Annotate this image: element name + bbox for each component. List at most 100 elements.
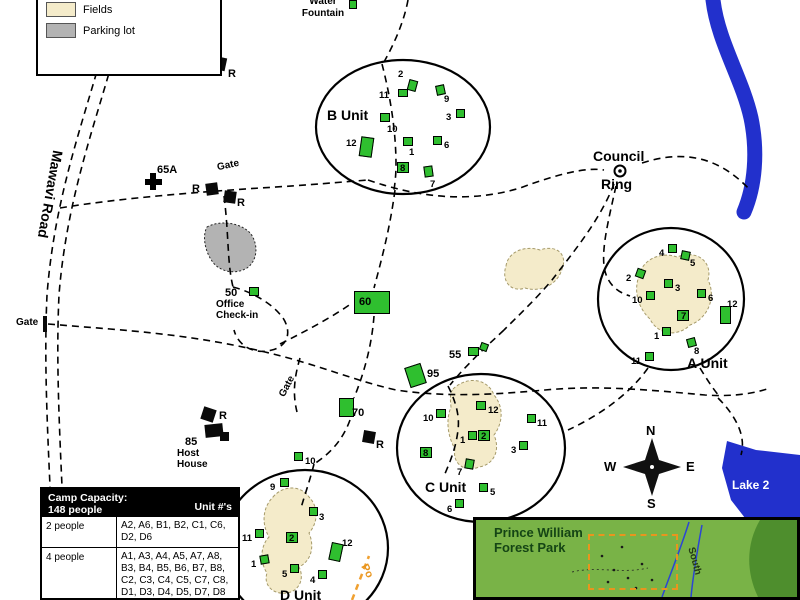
lake-label: Lake 2 [732,478,770,492]
water-fountain-icon [349,0,357,9]
site-number: 8 [400,163,406,174]
site-number: 2 [398,69,404,80]
office-label: Office Check-in [216,299,259,321]
council-ring-label: Ring [601,176,633,192]
camp-capacity-table: Camp Capacity: 148 people Unit #'s 2 peo… [40,487,240,600]
site-number: 9 [444,94,450,105]
site-number: 6 [708,293,714,304]
site-number: 4 [659,248,665,259]
site-square [479,483,488,492]
building-95-label: 95 [427,368,440,380]
site-number: 4 [310,575,316,586]
site-number: 5 [490,487,496,498]
inset-title: Prince William Forest Park [494,525,583,555]
site-number: 12 [727,299,738,310]
site-square [455,499,464,508]
site-square [697,289,706,298]
building-70 [339,398,354,417]
building-70-label: 70 [352,407,365,419]
site-number: 10 [632,295,643,306]
site-square [720,306,731,324]
restroom-label: R [237,197,245,209]
host-house-icon [220,432,229,441]
parking-label: Parking lot [83,24,135,37]
site-number: 10 [387,124,398,135]
site-number: 7 [430,179,436,190]
site-square [358,136,375,158]
site-square [397,162,409,173]
site-square [423,165,434,178]
b-unit-label: B Unit [327,107,369,123]
d-unit-label: D Unit [280,587,322,600]
site-number: 8 [694,346,700,357]
site-square [294,452,303,461]
restroom-label: R [192,183,200,195]
gate-label: Gate [16,317,39,328]
site-number: 2 [289,533,295,544]
site-square [420,447,432,458]
orange-trail [350,555,371,600]
site-number: 11 [631,356,642,367]
building-60 [354,291,390,314]
restroom-label: R [376,439,384,451]
site-square [380,113,390,122]
legend-item-fields: Fields [46,2,212,17]
compass-n: N [646,423,656,438]
fields-label: Fields [83,3,113,16]
site-square [280,478,289,487]
site-number: 1 [460,435,466,446]
site-number: 7 [457,467,463,478]
site-square [286,532,298,543]
site-number: 3 [319,512,325,523]
site-number: 7 [681,311,687,322]
compass-w: W [604,459,617,474]
site-square [464,458,475,470]
capacity-header: Camp Capacity: 148 people Unit #'s [42,489,238,516]
table-row: 2 people A2, A6, B1, B2, C1, C6, D2, D6 [42,516,238,547]
restroom-label: R [219,410,227,422]
site-square [290,564,299,573]
site-number: 2 [626,273,632,284]
site-square [468,431,477,440]
gate-bar-icon [43,316,47,332]
restroom-label: R [228,68,236,80]
site-number: 10 [423,413,434,424]
compass-rose-icon [623,438,681,496]
site-number: 11 [242,533,253,544]
first-aid-cross-icon [145,173,162,190]
office-building [249,287,259,296]
building-55-label: 55 [449,349,462,361]
inset-vector [571,520,797,597]
lake [722,441,800,540]
site-square [255,529,264,538]
site-square [664,279,673,288]
site-number: 12 [488,405,499,416]
parking-lot-area [204,222,257,273]
legend-box: Fields Parking lot [36,0,222,76]
legend-item-parking: Parking lot [46,23,212,38]
table-row: 4 people A1, A3, A4, A5, A7, A8, B3, B4,… [42,547,238,598]
site-number: 6 [444,140,450,151]
a-unit-label: A Unit [687,355,728,371]
site-square [433,136,442,145]
host-house-number: 85 [185,436,198,448]
restroom-icon [362,430,376,444]
site-number: 9 [270,482,276,493]
site-square [476,401,486,410]
site-number: 12 [346,138,357,149]
b-unit-ellipse [314,58,492,196]
water-fountain-label: Water Fountain [301,0,345,19]
site-number: 5 [690,258,696,269]
site-square [309,507,318,516]
compass-e: E [686,459,695,474]
site-square [677,310,689,321]
park-overview-inset: Prince William Forest Park South [473,517,800,600]
site-number: 6 [447,504,453,515]
site-square [646,291,655,300]
council-ring-label: Council [593,148,645,164]
restroom-icon [205,182,219,196]
site-square [519,441,528,450]
site-number: 5 [282,569,288,580]
site-square [662,327,671,336]
